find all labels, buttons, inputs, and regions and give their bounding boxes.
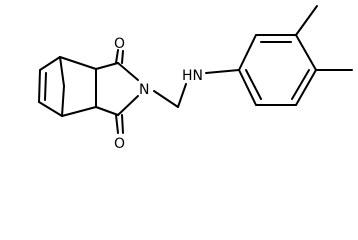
bond <box>205 69 240 74</box>
bond <box>95 62 119 70</box>
molecule-drawing: O N HN O <box>38 5 353 152</box>
structure-diagram: O N HN O <box>38 5 353 152</box>
bond <box>61 106 97 117</box>
bond <box>238 34 257 71</box>
bond <box>295 34 317 71</box>
bond <box>61 85 65 117</box>
atom-label-amine-hn: HN <box>182 68 203 84</box>
bond <box>177 83 187 108</box>
atom-label-oxygen-bottom: O <box>114 136 125 152</box>
atom-label-nitrogen-imide: N <box>139 82 149 98</box>
bond <box>121 50 124 64</box>
bond <box>291 69 310 100</box>
bond <box>295 5 318 36</box>
bond <box>39 56 61 71</box>
bond <box>295 69 317 106</box>
bond <box>59 56 97 70</box>
bond <box>115 114 119 134</box>
bond <box>95 106 119 116</box>
bond <box>153 90 179 108</box>
bond <box>38 69 41 103</box>
bond <box>117 62 139 81</box>
bond <box>59 56 65 87</box>
bond <box>121 114 124 134</box>
bond <box>245 69 262 100</box>
bond <box>117 95 139 116</box>
bond <box>44 72 47 101</box>
atom-label-oxygen-top: O <box>114 36 125 52</box>
bond <box>238 69 257 106</box>
atom-labels: O N HN O <box>114 36 203 152</box>
bond <box>38 101 63 117</box>
bonds <box>38 5 353 134</box>
bond <box>115 49 119 64</box>
